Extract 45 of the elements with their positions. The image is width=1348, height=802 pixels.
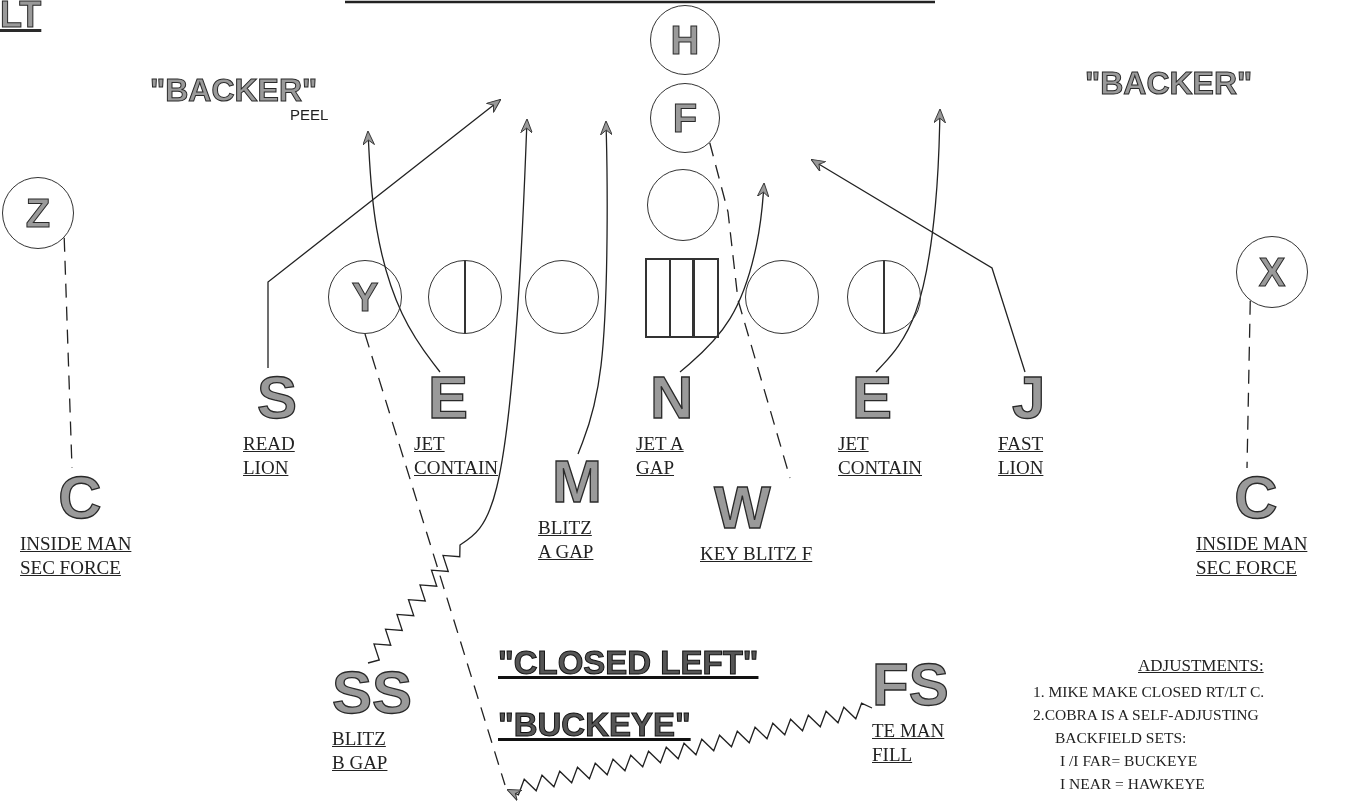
- assignment-text: KEY BLITZ F: [700, 542, 814, 566]
- note-text: 1. MIKE MAKE CLOSED RT/LT C.: [1033, 683, 1265, 701]
- formation-label: "BACKER": [150, 72, 318, 109]
- assignment-text: INSIDE MAN SEC FORCE: [20, 532, 133, 580]
- assignment-text: JET CONTAIN: [838, 432, 923, 480]
- assignment-text: JET A GAP: [636, 432, 685, 480]
- note-text: BACKFIELD SETS:: [1055, 729, 1187, 747]
- call-name: "CLOSED LEFT": [498, 644, 759, 682]
- assignment-text: INSIDE MAN SEC FORCE: [1196, 532, 1309, 580]
- position-letter: J: [1012, 368, 1046, 428]
- note-text: I NEAR = HAWKEYE: [1060, 775, 1205, 793]
- assignment-text: TE MAN FILL: [872, 719, 946, 767]
- route-arrow: [810, 158, 1026, 373]
- note-text: I /I FAR= BUCKEYE: [1060, 752, 1198, 770]
- formation-label: "BACKER": [1085, 65, 1253, 102]
- assignment-text: JET CONTAIN: [414, 432, 499, 480]
- route-label: PEEL: [290, 106, 329, 123]
- position-letter: N: [650, 368, 694, 428]
- route-arrow: [267, 98, 502, 369]
- call-name: "BUCKEYE": [498, 706, 691, 744]
- assignment-text: BLITZ A GAP: [538, 516, 595, 564]
- position-letter: M: [552, 452, 602, 512]
- dashed-line: [709, 142, 791, 479]
- position-letter: FS: [872, 655, 949, 715]
- route-arrow: [679, 182, 770, 373]
- assignment-text: BLITZ B GAP: [332, 727, 389, 775]
- assignment-text: READ LION: [243, 432, 296, 480]
- position-letter: C: [1234, 468, 1278, 528]
- route-arrow: [362, 130, 441, 373]
- note-text: 2.COBRA IS A SELF-ADJUSTING: [1033, 706, 1259, 724]
- route-arrow: [875, 108, 946, 373]
- assignment-text: FAST LION: [998, 432, 1045, 480]
- position-letter: W: [714, 478, 771, 538]
- position-letter: S: [257, 368, 298, 428]
- position-letter: C: [58, 468, 102, 528]
- position-letter: E: [428, 368, 469, 428]
- dashed-line: [1246, 300, 1251, 469]
- route-arrow: [577, 120, 613, 455]
- route-arrow: [367, 118, 533, 664]
- heading-text: LT: [0, 0, 42, 36]
- position-letter: E: [852, 368, 893, 428]
- notes-heading: ADJUSTMENTS:: [1138, 656, 1264, 676]
- dashed-line: [364, 333, 506, 786]
- position-letter: SS: [332, 663, 413, 723]
- center-box: [645, 258, 719, 338]
